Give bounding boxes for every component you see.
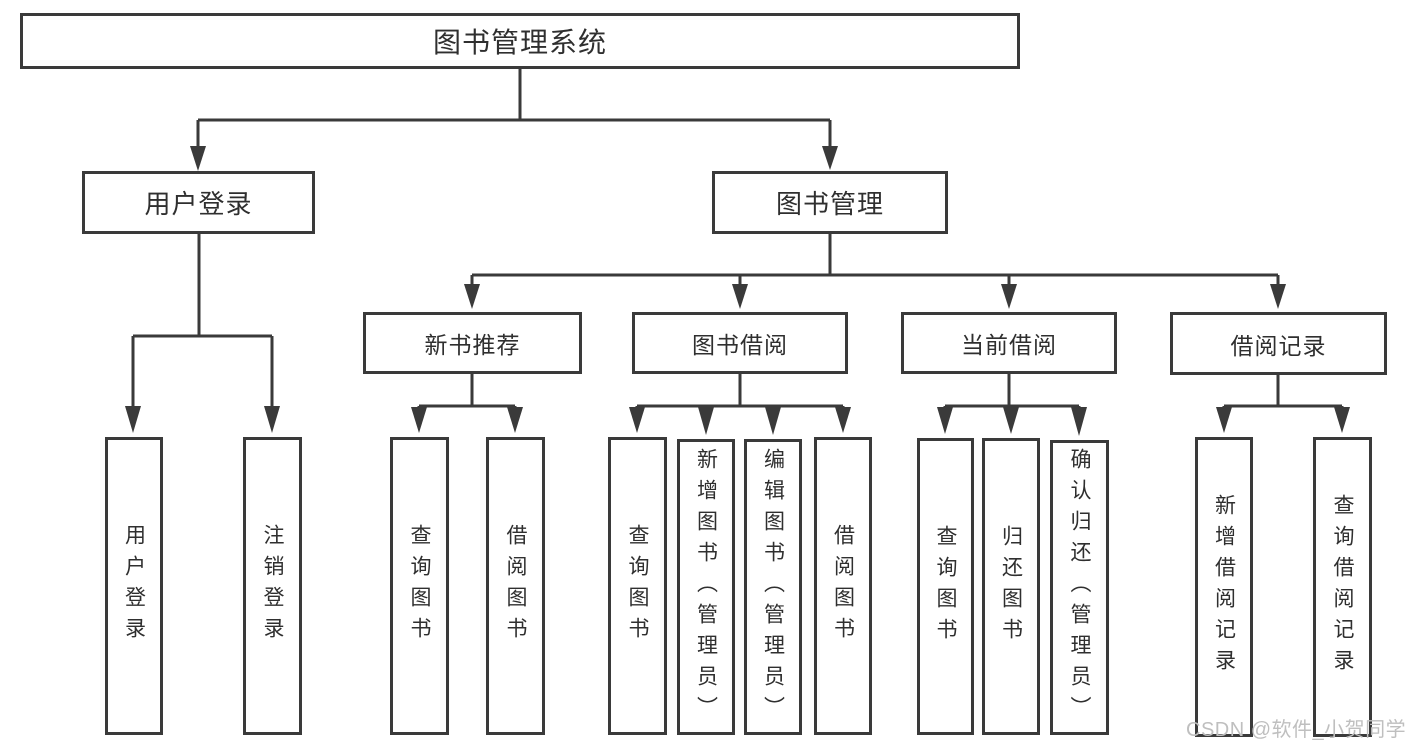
- csdn-watermark: CSDN @软件_小贺同学: [1186, 719, 1405, 741]
- node-leaf-bb-query-book-label: 查询图书: [626, 524, 649, 648]
- node-leaf-cb-confirm-return: 确认归还（管理员）: [1050, 440, 1109, 735]
- node-leaf-bb-add-book: 新增图书（管理员）: [677, 439, 735, 735]
- node-user-login: 用户登录: [82, 171, 315, 234]
- node-leaf-bb-borrow-book-label: 借阅图书: [831, 524, 855, 648]
- connector-user-login-split: [131, 234, 274, 408]
- node-leaf-nb-query-book-label: 查询图书: [408, 524, 431, 648]
- node-leaf-cb-return-book: 归还图书: [982, 438, 1040, 735]
- node-new-book-rec-label: 新书推荐: [424, 332, 521, 358]
- connector-root-split: [196, 69, 832, 148]
- node-leaf-cb-query-book: 查询图书: [917, 438, 974, 735]
- connector-book-mgmt-split: [470, 234, 1280, 286]
- node-root: 图书管理系统: [20, 13, 1020, 69]
- node-borrow-records-label: 借阅记录: [1230, 332, 1327, 359]
- node-leaf-user-login: 用户登录: [105, 437, 163, 735]
- node-user-login-label: 用户登录: [144, 189, 253, 219]
- connector-new-book-split: [417, 374, 517, 409]
- node-book-borrow: 图书借阅: [632, 312, 848, 374]
- node-leaf-cb-confirm-return-label: 确认归还（管理员）: [1068, 448, 1091, 727]
- node-leaf-nb-borrow-book: 借阅图书: [486, 437, 545, 735]
- node-leaf-cb-return-book-label: 归还图书: [999, 524, 1023, 649]
- connector-book-borrow-split: [635, 374, 845, 409]
- node-leaf-br-query-record-label: 查询借阅记录: [1331, 494, 1354, 680]
- node-leaf-bb-add-book-label: 新增图书（管理员）: [694, 447, 718, 727]
- node-current-borrow: 当前借阅: [901, 312, 1117, 374]
- node-leaf-bb-edit-book-label: 编辑图书（管理员）: [761, 447, 785, 727]
- node-leaf-logout: 注销登录: [243, 437, 302, 735]
- node-leaf-nb-borrow-book-label: 借阅图书: [504, 524, 527, 648]
- node-book-mgmt-label: 图书管理: [775, 189, 884, 219]
- node-leaf-br-add-record-label: 新增借阅记录: [1212, 494, 1236, 680]
- node-leaf-br-add-record: 新增借阅记录: [1195, 437, 1253, 737]
- node-new-book-rec: 新书推荐: [363, 312, 582, 374]
- connector-borrow-records-split: [1222, 374, 1344, 409]
- node-borrow-records: 借阅记录: [1170, 312, 1387, 375]
- node-root-label: 图书管理系统: [432, 27, 607, 58]
- node-leaf-bb-borrow-book: 借阅图书: [814, 437, 872, 735]
- node-leaf-bb-edit-book: 编辑图书（管理员）: [744, 439, 802, 735]
- node-leaf-logout-label: 注销登录: [261, 524, 284, 648]
- node-leaf-user-login-label: 用户登录: [122, 524, 146, 648]
- node-book-mgmt: 图书管理: [712, 171, 948, 234]
- node-leaf-bb-query-book: 查询图书: [608, 437, 667, 735]
- node-leaf-cb-query-book-label: 查询图书: [934, 524, 957, 649]
- node-current-borrow-label: 当前借阅: [961, 332, 1057, 358]
- node-leaf-br-query-record: 查询借阅记录: [1313, 437, 1372, 737]
- connector-current-borrow-split: [943, 374, 1081, 409]
- node-leaf-nb-query-book: 查询图书: [390, 437, 449, 735]
- node-book-borrow-label: 图书借阅: [692, 332, 788, 358]
